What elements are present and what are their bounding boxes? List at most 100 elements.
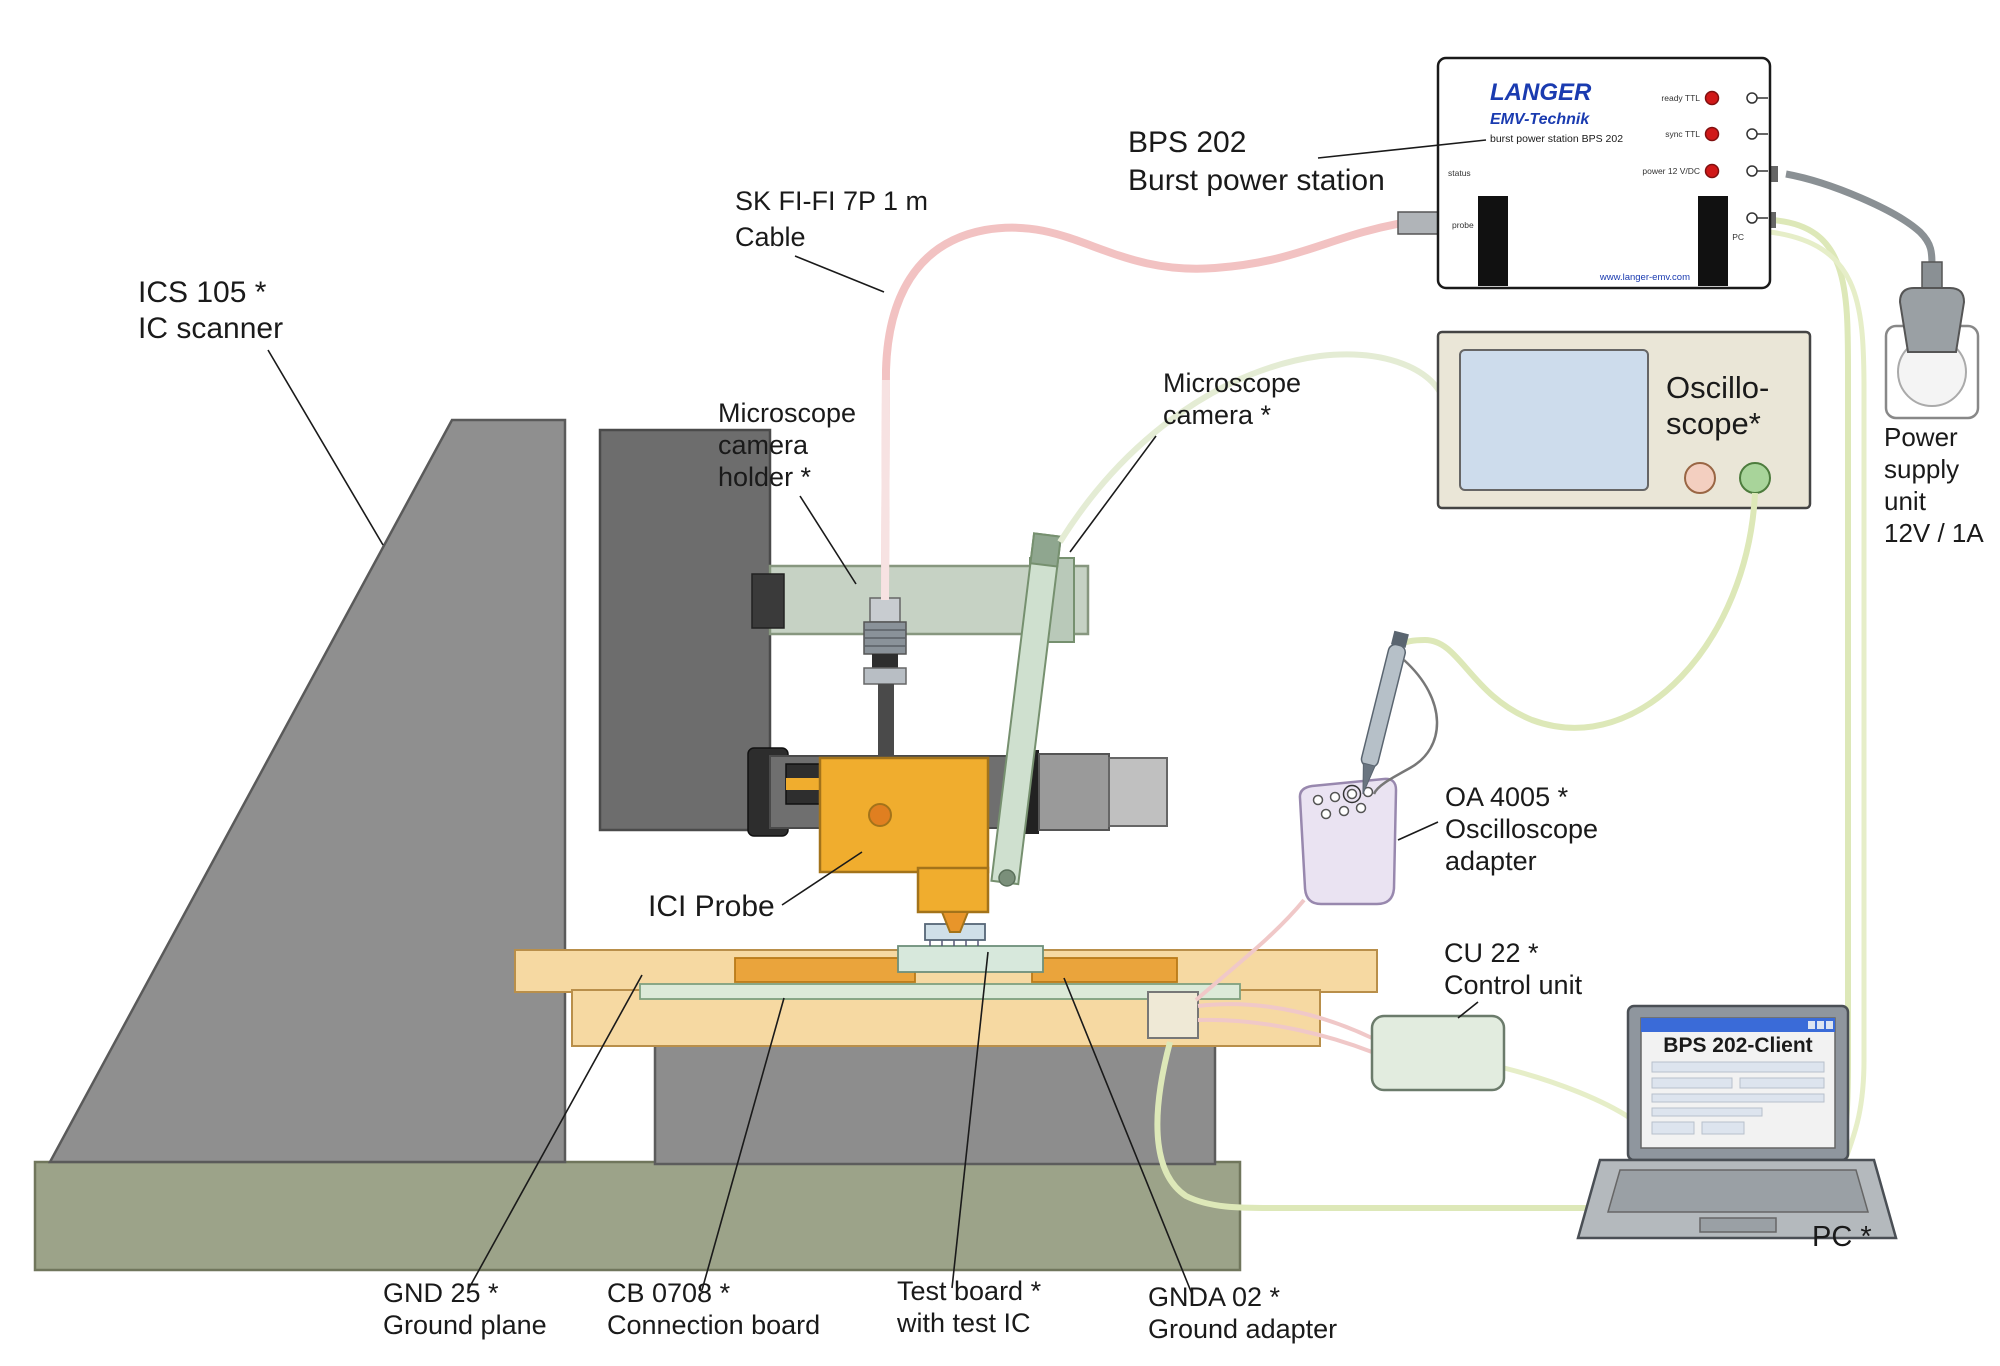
- bps-led-sync: [1704, 126, 1720, 142]
- label-sk-line2: Cable: [735, 222, 806, 252]
- wire-board-oa: [1194, 898, 1306, 1002]
- cable-sk-fifi-lower: [881, 379, 890, 601]
- label-camera-line2: camera *: [1163, 400, 1272, 430]
- label-sk-line1: SK FI-FI 7P 1 m: [735, 186, 928, 216]
- arm-cylinder-mid: [1038, 753, 1110, 831]
- oscilloscope-label-line2: scope*: [1666, 406, 1761, 441]
- cable-sk-fifi: [881, 218, 1409, 601]
- holder-knob: [751, 573, 785, 629]
- cable-green-right: [1769, 229, 1867, 1159]
- test-board: [897, 945, 1044, 973]
- window-buttons: [1808, 1021, 1833, 1029]
- pointer-ics105: [267, 349, 384, 546]
- pointer-cb0708: [701, 997, 785, 1291]
- pointer-testboard: [951, 951, 989, 1289]
- camera-lens: [998, 869, 1016, 887]
- probe-side-stripe: [786, 778, 822, 790]
- wire-board-cu-1: [1197, 1002, 1373, 1040]
- label-oa-line3: adapter: [1445, 846, 1537, 876]
- label-cu-line2: Control unit: [1444, 970, 1583, 1000]
- laptop-keyboard: [1607, 1169, 1869, 1213]
- probe-knob: [868, 803, 892, 827]
- pointer-cu: [1457, 1001, 1479, 1019]
- bps-foot-right: [1698, 196, 1728, 286]
- bps-led-label-power: power 12 V/DC: [1642, 166, 1700, 176]
- ic-scanner-column: [598, 428, 772, 832]
- base-plate: [33, 1160, 1242, 1272]
- label-holder-line1: Microscope: [718, 398, 856, 428]
- support-platform: [653, 1040, 1217, 1166]
- label-gnd25-line1: GND 25 *: [383, 1278, 499, 1308]
- label-cb0708-line1: CB 0708 *: [607, 1278, 731, 1308]
- power-plug: [1898, 287, 1966, 353]
- laptop-touchpad: [1699, 1217, 1777, 1233]
- cable-power: [1785, 170, 1936, 269]
- label-testboard-line2: with test IC: [896, 1308, 1031, 1338]
- label-cb0708-line2: Connection board: [607, 1310, 820, 1340]
- bps-port-icons: [1746, 92, 1768, 224]
- bps-status-label: status: [1448, 168, 1471, 178]
- label-holder-line2: camera: [718, 430, 809, 460]
- label-ics105-line2: IC scanner: [138, 312, 283, 345]
- label-power-line4: 12V / 1A: [1884, 518, 1984, 548]
- label-bps-line2: Burst power station: [1128, 164, 1385, 197]
- cu22-control-unit: [1370, 1014, 1506, 1092]
- bps-led-ready: [1704, 90, 1720, 106]
- oa4005-active-hole: [1342, 784, 1362, 804]
- window-titlebar: [1641, 1018, 1835, 1032]
- ici-probe-lower: [916, 866, 990, 914]
- bps-pc-port-label: PC: [1732, 232, 1744, 242]
- label-oa-line2: Oscilloscope: [1445, 814, 1598, 844]
- pointer-ici-probe: [781, 851, 863, 906]
- probe-connector-nut: [863, 667, 907, 685]
- label-camera-line1: Microscope: [1163, 368, 1301, 398]
- bps-client-title: BPS 202-Client: [1663, 1034, 1812, 1057]
- client-ui-fields: [1651, 1061, 1825, 1135]
- cable-osc-to-probe: [1398, 492, 1758, 731]
- bps-brand2-text: EMV-Technik: [1490, 111, 1590, 128]
- oscilloscope-knob-2: [1739, 462, 1771, 494]
- label-power-line2: supply: [1884, 454, 1959, 484]
- label-testboard-line1: Test board *: [897, 1276, 1042, 1306]
- pointer-bps: [1317, 139, 1487, 159]
- bps-brand-text: LANGER: [1490, 79, 1592, 106]
- probe-connector-black: [872, 654, 898, 668]
- label-gnda02-line1: GNDA 02 *: [1148, 1282, 1281, 1312]
- pointer-gnda02: [1063, 977, 1193, 1295]
- label-bps-line1: BPS 202: [1128, 126, 1246, 159]
- cable-cu-to-pc: [1503, 1065, 1632, 1121]
- label-gnd25-line2: Ground plane: [383, 1310, 547, 1340]
- bps-probe-connector: [1397, 211, 1441, 235]
- cable-board-to-pc: [1154, 1041, 1598, 1211]
- label-cu-line1: CU 22 *: [1444, 938, 1539, 968]
- pointer-gnd25: [467, 974, 643, 1291]
- label-power-line1: Power: [1884, 422, 1958, 452]
- label-ici-probe: ICI Probe: [648, 890, 775, 923]
- probe-neck: [878, 684, 894, 764]
- pointer-camera: [1069, 435, 1157, 553]
- oscilloscope-pen-probe: [1360, 630, 1409, 795]
- oscilloscope-knob-1: [1684, 462, 1716, 494]
- pointer-sk-cable: [794, 255, 885, 293]
- bps-led-label-sync: sync TTL: [1665, 129, 1700, 139]
- ici-probe-body: [818, 756, 990, 874]
- label-pc: PC *: [1812, 1221, 1872, 1253]
- label-ics105-line1: ICS 105 *: [138, 276, 267, 309]
- probe-tip: [940, 911, 970, 933]
- ground-adapter-right: [1031, 957, 1178, 983]
- board-connector-block: [1147, 991, 1199, 1039]
- oscilloscope-label-line1: Oscillo-: [1666, 370, 1769, 405]
- connection-board: [639, 983, 1241, 1000]
- connector-ribs: [864, 629, 906, 647]
- bps-subtitle-text: burst power station BPS 202: [1490, 133, 1623, 145]
- bps-led-label-ready: ready TTL: [1661, 93, 1700, 103]
- oscilloscope-screen: [1459, 349, 1649, 491]
- bps-led-power: [1704, 163, 1720, 179]
- bps-202-device: [1436, 56, 1772, 290]
- label-power-line3: unit: [1884, 486, 1927, 516]
- label-oa-line1: OA 4005 *: [1445, 782, 1569, 812]
- arm-cylinder-end: [1108, 757, 1168, 827]
- probe-connector-top: [869, 597, 901, 623]
